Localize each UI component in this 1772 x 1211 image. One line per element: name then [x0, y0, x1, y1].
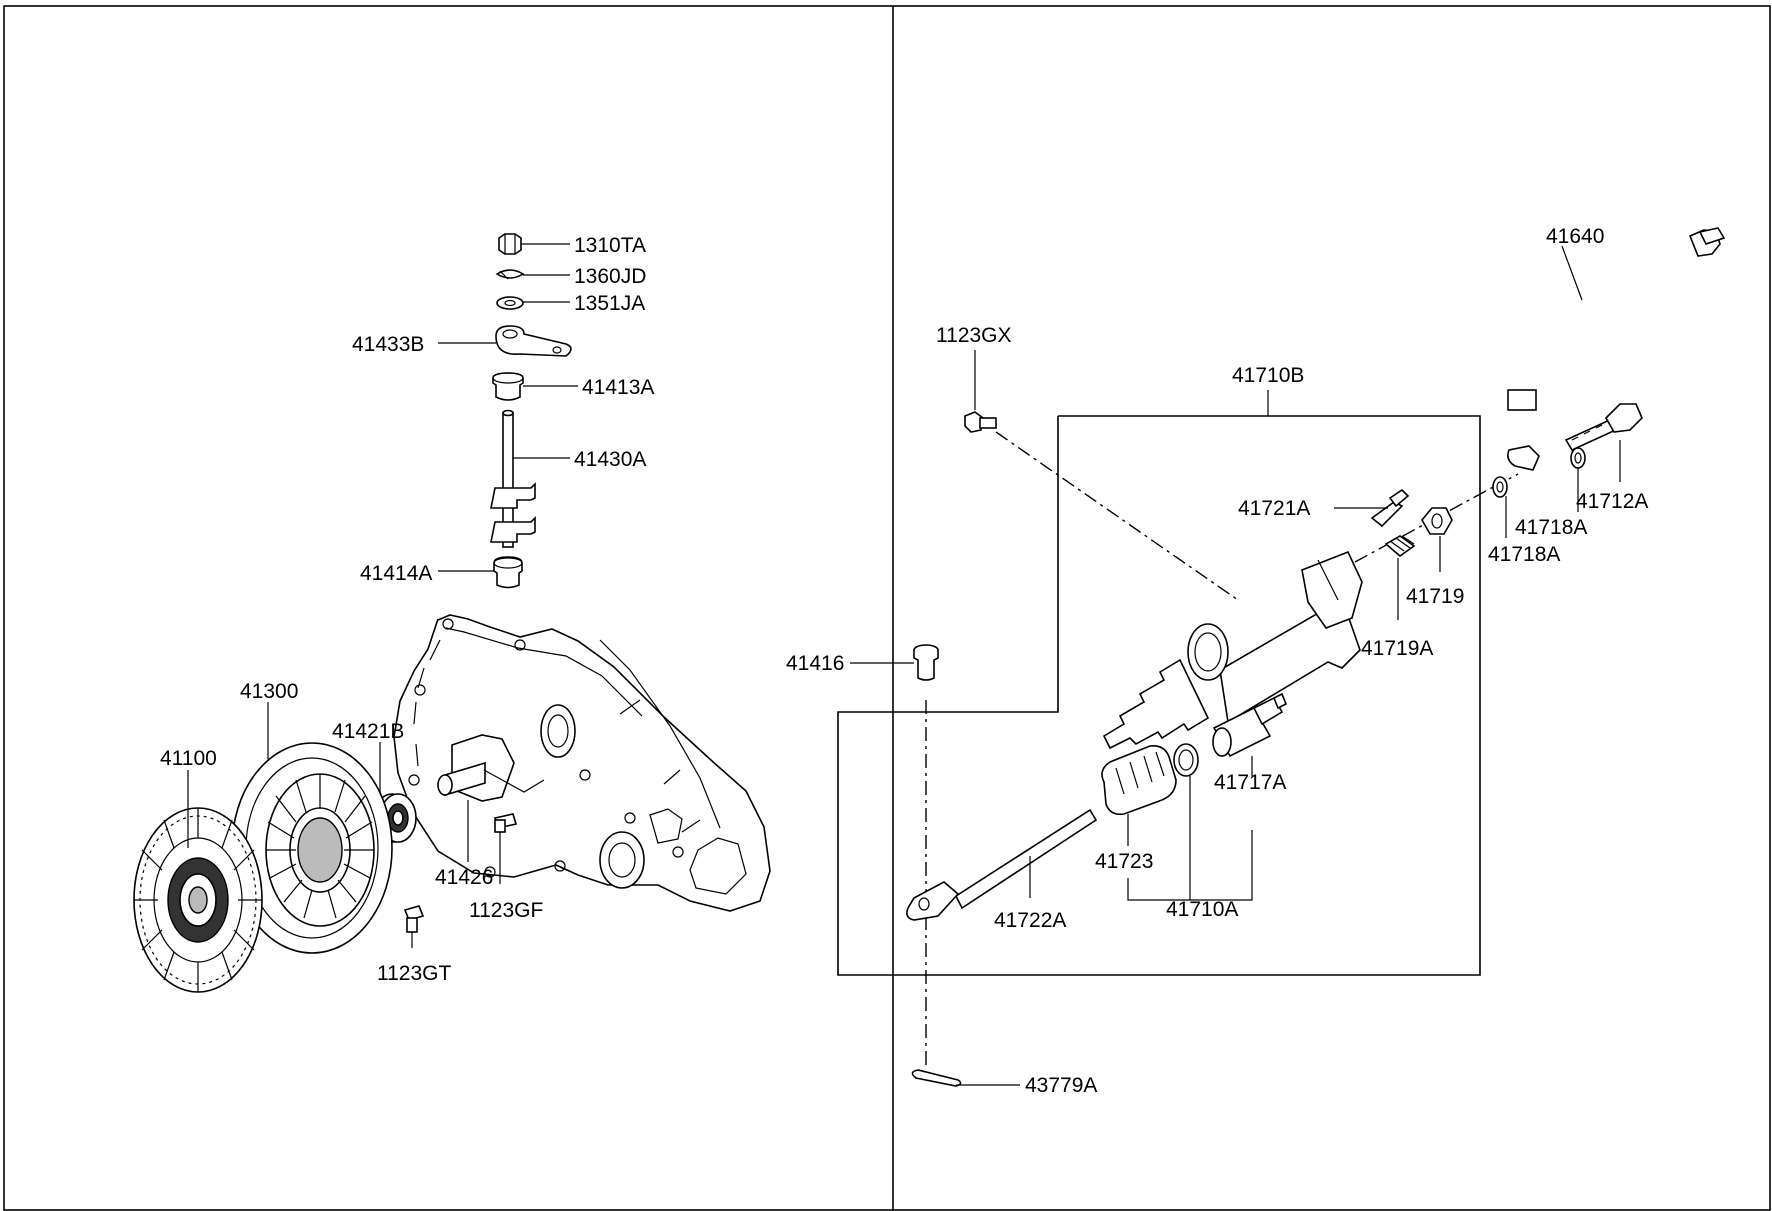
label-41710A: 41710A	[1166, 898, 1238, 921]
label-41413A: 41413A	[582, 376, 654, 399]
part-41100: 41100	[133, 747, 263, 993]
part-1351JA: 1351JA	[496, 292, 645, 315]
part-41416: 41416	[786, 644, 939, 681]
part-41719A: 41719A	[1361, 535, 1433, 660]
label-41719A: 41719A	[1361, 637, 1433, 660]
label-41416: 41416	[786, 652, 844, 675]
part-41718A-lower: 41718A	[1488, 476, 1560, 566]
label-41421B: 41421B	[332, 720, 404, 743]
label-41710B: 41710B	[1232, 364, 1304, 387]
label-41722A: 41722A	[994, 909, 1066, 932]
right-panel: 41640 1123GX 41710B	[786, 225, 1726, 1097]
label-1123GX: 1123GX	[936, 324, 1012, 347]
part-1310TA: 1310TA	[498, 233, 646, 257]
label-1351JA: 1351JA	[574, 292, 645, 315]
part-41719: 41719	[1406, 507, 1464, 608]
part-41414A: 41414A	[360, 556, 523, 589]
label-41723: 41723	[1095, 850, 1153, 873]
label-41717A: 41717A	[1214, 771, 1286, 794]
part-41413A: 41413A	[492, 372, 654, 401]
part-41723: 41723	[1095, 744, 1177, 873]
part-41721A: 41721A	[1238, 488, 1410, 528]
label-41718A-upper: 41718A	[1515, 516, 1587, 539]
part-41430A: 41430A	[490, 409, 646, 548]
part-seal-ring	[1173, 743, 1199, 777]
part-1123GT: 1123GT	[377, 905, 451, 985]
label-41414A: 41414A	[360, 562, 432, 585]
part-1360JD: 1360JD	[495, 265, 646, 288]
label-41430A: 41430A	[574, 448, 646, 471]
part-41718A-upper: 41718A	[1515, 447, 1587, 539]
label-1310TA: 1310TA	[574, 234, 646, 257]
label-41300: 41300	[240, 680, 298, 703]
part-43779A: 43779A	[911, 1069, 1097, 1097]
label-41712A: 41712A	[1576, 490, 1648, 513]
part-1123GF: 1123GF	[469, 813, 543, 922]
label-41718A-lower: 41718A	[1488, 543, 1560, 566]
part-41300: 41300	[231, 680, 393, 954]
label-41640: 41640	[1546, 225, 1604, 248]
label-41426: 41426	[435, 866, 493, 889]
label-1123GF: 1123GF	[469, 899, 543, 922]
box-41710B: 41710B	[837, 364, 1481, 976]
page-frame	[3, 5, 1771, 1211]
part-41426: 41426	[435, 734, 545, 889]
label-41433B: 41433B	[352, 333, 424, 356]
part-41722A: 41722A	[906, 808, 1098, 932]
part-41433B: 41433B	[352, 325, 572, 357]
part-transaxle-housing	[393, 614, 771, 912]
label-41100: 41100	[160, 747, 217, 770]
leader-41640	[1561, 245, 1583, 301]
label-41719: 41719	[1406, 585, 1464, 608]
label-1123GT: 1123GT	[377, 962, 451, 985]
part-41710A-bracket: 41710A	[1127, 776, 1253, 921]
part-41712A: 41712A	[1564, 403, 1648, 513]
part-41717A: 41717A	[1212, 692, 1288, 794]
label-41721A: 41721A	[1238, 497, 1310, 520]
part-1123GX: 1123GX	[936, 324, 1012, 433]
label-43779A: 43779A	[1025, 1074, 1097, 1097]
part-41640: 41640	[1507, 225, 1726, 471]
left-panel: 1310TA 1360JD 1351JA 41433B	[133, 233, 771, 993]
label-1360JD: 1360JD	[574, 265, 646, 288]
part-slave-cylinder	[1102, 550, 1363, 750]
